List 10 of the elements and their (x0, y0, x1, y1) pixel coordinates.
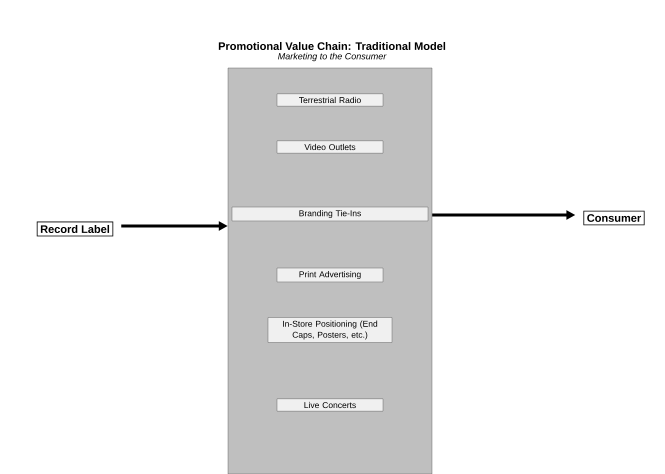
subtitle: Marketing to the Consumer (278, 52, 387, 62)
entity-box: Record Label (36, 222, 114, 236)
title: Promotional Value Chain: Traditional Model (218, 42, 446, 50)
channel-box: Print Advertising (276, 268, 384, 282)
channel-box: Branding Tie-Ins (232, 206, 428, 222)
entity-box: Consumer (583, 210, 645, 226)
channel-box: In-Store Positioning (End Caps, Posters, etc.) (268, 317, 392, 343)
channel-box: Live Concerts (276, 398, 384, 412)
channel-box: Terrestrial Radio (276, 94, 384, 106)
channel-box: Video Outlets (276, 140, 384, 154)
